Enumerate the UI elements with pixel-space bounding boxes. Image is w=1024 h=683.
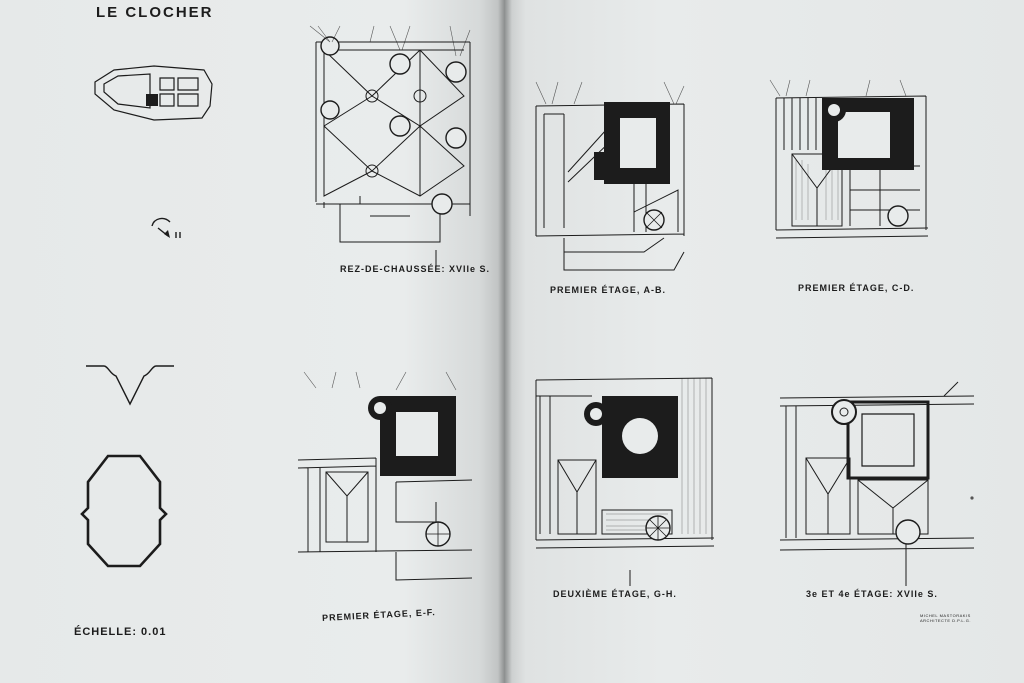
scale-label: ÉCHELLE: 0.01 [74, 626, 167, 638]
north-arrow-icon [148, 214, 194, 238]
first-floor-ef-plan-drawing [296, 372, 476, 588]
profile-section-drawing [84, 362, 176, 408]
caption-ground-floor: REZ-DE-CHAUSSÉE: XVIIe S. [340, 264, 491, 274]
key-plan-drawing [92, 60, 216, 124]
left-page [0, 0, 505, 683]
caption-first-floor-cd: PREMIER ÉTAGE, C-D. [798, 283, 915, 293]
page-title: LE CLOCHER [96, 4, 214, 21]
right-page [505, 0, 1024, 683]
third-fourth-floor-plan-drawing [778, 378, 978, 574]
first-floor-ab-plan-drawing [534, 82, 686, 278]
architect-signature: MICHEL MASTORAKIS ARCHITECTE D.P.L.G. [920, 613, 971, 623]
caption-first-floor-ab: PREMIER ÉTAGE, A-B. [550, 285, 667, 295]
book-gutter [498, 0, 512, 683]
ground-floor-plan-drawing [310, 26, 476, 252]
spire-section-drawing [80, 452, 168, 570]
second-floor-gh-plan-drawing [532, 370, 718, 570]
caption-second-floor-gh: DEUXIÈME ÉTAGE, G-H. [553, 589, 677, 599]
first-floor-cd-plan-drawing [770, 80, 932, 256]
caption-third-fourth-floor: 3e ET 4e ÉTAGE: XVIIe S. [806, 589, 938, 599]
